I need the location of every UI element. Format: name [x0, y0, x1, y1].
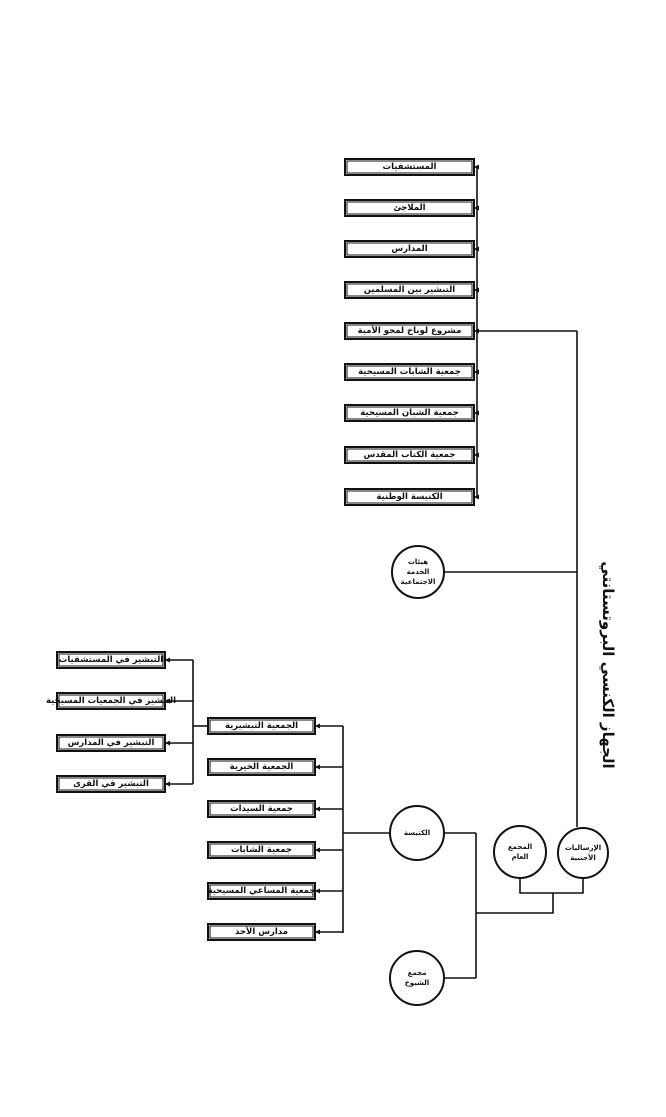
top-box: المدارس [344, 240, 475, 258]
circle-label: هيئات [408, 558, 428, 566]
church-box: الجمعية الخيرية [207, 758, 316, 776]
arrow-icon [315, 929, 320, 935]
circle-upper: هيئات الخدمة الاجتماعية [391, 545, 445, 599]
box-label: التبشير في المدارس [68, 738, 155, 748]
circle-council: مجمع الشيوخ [389, 950, 445, 1006]
top-box: التبشير بين المسلمين [344, 281, 475, 299]
arrow-icon [165, 657, 170, 663]
arrow-icon [315, 806, 320, 812]
arrow-icon [474, 494, 479, 500]
church-box: جمعية الشابات [207, 841, 316, 859]
mission-box: التبشير في الجمعيات المسيحية [46, 692, 176, 710]
arrow-icon [315, 847, 320, 853]
arrow-icon [474, 452, 479, 458]
circle-label: الاجتماعية [401, 578, 436, 586]
box-label: التبشير بين المسلمين [364, 285, 456, 295]
mission-box: التبشير في المستشفيات [56, 651, 166, 669]
box-label: المستشفيات [383, 162, 437, 172]
top-box: مشروع لوباخ لمحو الأمية [344, 322, 475, 340]
circle-label: الخدمة [407, 568, 430, 576]
arrow-icon [474, 205, 479, 211]
circle-church: الكنيسة [389, 805, 445, 861]
box-label: التبشير في الجمعيات المسيحية [46, 696, 176, 706]
top-box: الملاجئ [344, 199, 475, 217]
arrow-icon [165, 698, 170, 704]
box-label: جمعية المساعي المسيحية [208, 886, 316, 896]
circle-label: الإرساليات [565, 844, 601, 852]
box-label: الجمعية الخيرية [230, 762, 294, 772]
top-box: المستشفيات [344, 158, 475, 176]
connector-lines [165, 164, 584, 979]
top-box: جمعية الكتاب المقدس [344, 446, 475, 464]
box-label: الكنيسة الوطنية [376, 492, 442, 502]
chart-title: الجهاز الكنسي البروتستانتي [599, 561, 617, 768]
box-label: مشروع لوباخ لمحو الأمية [358, 325, 462, 336]
box-label: الجمعية التبشيرية [225, 721, 298, 731]
box-label: جمعية الشابات المسيحية [358, 367, 461, 377]
box-label: التبشير في القرى [73, 779, 149, 789]
arrow-icon [315, 764, 320, 770]
arrow-icon [474, 410, 479, 416]
arrow-icon [474, 246, 479, 252]
church-box: الجمعية التبشيرية [207, 717, 316, 735]
box-label: جمعية الشبان المسيحية [360, 408, 459, 418]
mission-box: التبشير في القرى [56, 775, 166, 793]
top-box: جمعية الشابات المسيحية [344, 363, 475, 381]
box-label: التبشير في المستشفيات [59, 655, 164, 665]
arrow-icon [315, 723, 320, 729]
arrow-icon [315, 888, 320, 894]
arrow-icon [474, 287, 479, 293]
arrow-icon [474, 328, 479, 334]
arrow-icon [165, 740, 170, 746]
box-label: المدارس [391, 244, 427, 254]
circle-label: الأجنبية [570, 853, 595, 862]
circle-label: العام [512, 853, 529, 861]
arrow-icon [474, 369, 479, 375]
arrow-icon [474, 164, 479, 170]
arrow-icon [165, 781, 170, 787]
church-box: مدارس الأحد [207, 923, 316, 941]
box-label: مدارس الأحد [235, 926, 288, 937]
box-label: الملاجئ [393, 203, 425, 213]
church-box: جمعية المساعي المسيحية [207, 882, 316, 900]
circle-label: الكنيسة [404, 829, 430, 837]
box-label: جمعية السيدات [230, 804, 293, 814]
circle-label: المجمع [508, 843, 532, 851]
top-box: الكنيسة الوطنية [344, 488, 475, 506]
mission-box: التبشير في المدارس [56, 734, 166, 752]
circle-label: الشيوخ [405, 979, 429, 987]
box-label: جمعية الشابات [231, 845, 292, 855]
circle-synod: المجمع العام [493, 825, 547, 879]
circle-label: مجمع [408, 969, 427, 977]
top-box: جمعية الشبان المسيحية [344, 404, 475, 422]
church-box: جمعية السيدات [207, 800, 316, 818]
box-label: جمعية الكتاب المقدس [364, 450, 456, 460]
